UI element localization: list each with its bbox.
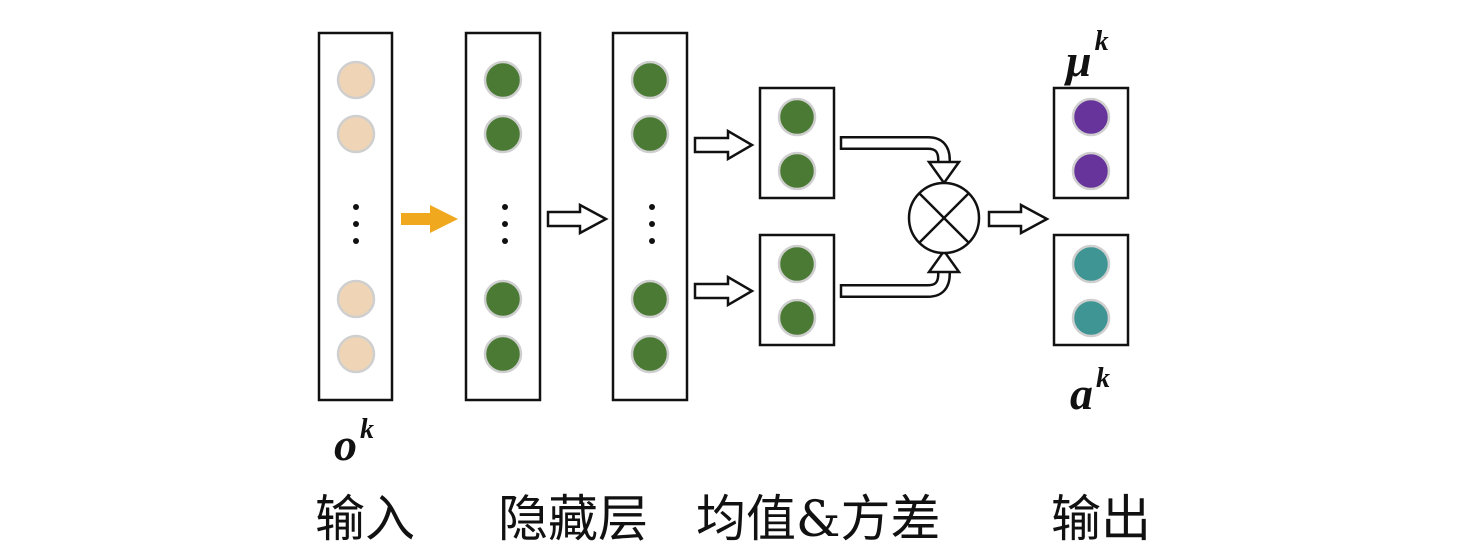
hidden-node xyxy=(483,114,523,154)
hollow-arrow-icon xyxy=(693,128,755,162)
hollow-arrow-icon xyxy=(546,202,609,236)
variance-node xyxy=(777,244,817,284)
mu-nodes xyxy=(1071,97,1111,191)
input-node xyxy=(336,114,376,154)
a-node xyxy=(1071,298,1111,338)
variance-node xyxy=(777,298,817,338)
hidden-node xyxy=(483,334,523,374)
hidden-node xyxy=(630,60,670,100)
caption-output: 输出 xyxy=(1051,490,1151,548)
arrow-head-icon xyxy=(926,160,962,186)
mean-node xyxy=(777,97,817,137)
mu-node xyxy=(1071,97,1111,137)
hollow-arrow-icon xyxy=(987,202,1050,236)
input-node xyxy=(336,60,376,100)
circle-times-icon xyxy=(907,181,981,255)
hidden-layer-2-nodes xyxy=(630,60,670,374)
arrow-head-icon xyxy=(926,248,962,274)
hidden-node xyxy=(483,60,523,100)
input-node xyxy=(336,334,376,374)
vertical-ellipsis-icon xyxy=(649,204,655,244)
mean-nodes xyxy=(777,97,817,191)
hollow-arrow-icon xyxy=(693,274,755,308)
hidden-node xyxy=(630,114,670,154)
caption-mean-var: 均值&方差 xyxy=(696,490,941,548)
hidden-node xyxy=(630,334,670,374)
hidden-node xyxy=(630,279,670,319)
orange-arrow-icon xyxy=(401,205,458,233)
input-node xyxy=(336,279,376,319)
caption-input: 输入 xyxy=(315,490,415,548)
a-node xyxy=(1071,244,1111,284)
vertical-ellipsis-icon xyxy=(353,204,359,244)
mean-node xyxy=(777,151,817,191)
caption-hidden: 隐藏层 xyxy=(498,490,648,548)
mu-node xyxy=(1071,151,1111,191)
input-nodes xyxy=(336,60,376,374)
variance-nodes xyxy=(777,244,817,338)
hidden-layer-1-nodes xyxy=(483,60,523,374)
hidden-node xyxy=(483,279,523,319)
vertical-ellipsis-icon xyxy=(502,204,508,244)
a-nodes xyxy=(1071,244,1111,338)
